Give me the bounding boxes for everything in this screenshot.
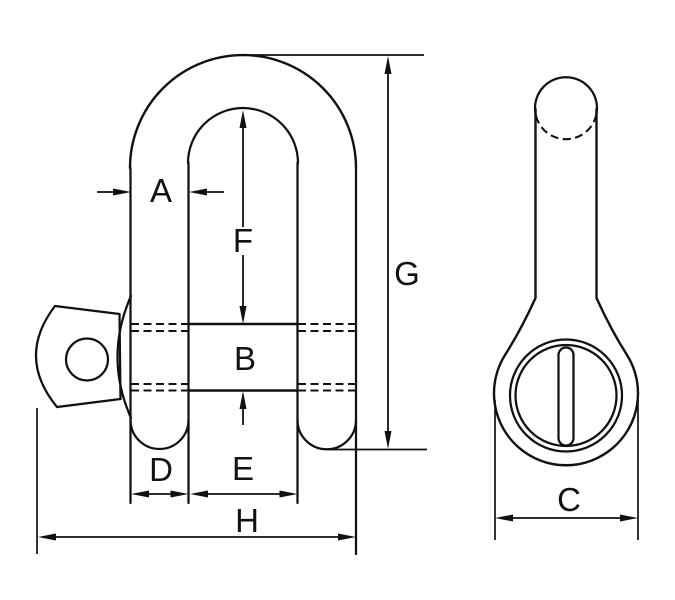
dim-d-arrow-left	[131, 490, 149, 498]
dim-h-arrow-left	[38, 533, 56, 541]
dim-g: G	[239, 54, 427, 451]
dim-b-arrow-up	[239, 391, 247, 409]
dim-c: C	[494, 400, 639, 540]
dim-e-arrow-left	[190, 490, 208, 498]
dim-f: F	[233, 110, 253, 324]
pin-collar	[116, 294, 133, 420]
left-leg-end-cap	[129, 418, 190, 451]
dim-h-arrow-right	[338, 533, 356, 541]
dim-label-d: D	[149, 451, 173, 488]
dim-d: D	[131, 451, 189, 498]
pin-top-circle-hidden-arc	[534, 115, 598, 141]
dim-e: E	[190, 450, 298, 498]
dim-label-h: H	[235, 502, 259, 539]
dim-d-arrow-right	[170, 490, 189, 498]
right-leg-end-cap	[296, 418, 358, 451]
dim-b: B	[234, 340, 256, 425]
pin-slot	[557, 346, 575, 447]
dim-f-arrow-down	[239, 306, 247, 324]
side-body-outline	[492, 107, 640, 467]
eye-ring-outer	[508, 338, 624, 453]
dim-label-f: F	[233, 222, 253, 259]
dim-f-arrow-up	[239, 110, 247, 128]
bow-inner-arc	[186, 106, 300, 165]
dim-c-arrow-right	[620, 514, 638, 522]
dim-a-arrow-left	[189, 188, 207, 196]
dim-label-g: G	[394, 255, 420, 292]
dim-label-a: A	[150, 172, 172, 209]
pin-head	[34, 304, 122, 409]
dim-e-arrow-right	[279, 490, 298, 498]
dim-label-e: E	[232, 450, 254, 487]
dim-label-c: C	[557, 481, 581, 518]
dim-g-arrow-up	[384, 56, 392, 74]
pin-head-hole	[64, 337, 110, 382]
pin-hidden-lines	[131, 322, 355, 392]
front-view	[34, 53, 358, 556]
dim-a-arrow-right	[113, 188, 131, 196]
dim-g-arrow-down	[384, 431, 392, 449]
dim-c-arrow-left	[495, 514, 513, 522]
pin-top-circle	[533, 76, 599, 118]
dim-h: H	[36, 408, 356, 554]
dim-label-b: B	[234, 340, 256, 377]
dim-a: A	[97, 172, 224, 209]
side-view	[492, 76, 640, 467]
eye-ring-inner	[514, 343, 618, 448]
